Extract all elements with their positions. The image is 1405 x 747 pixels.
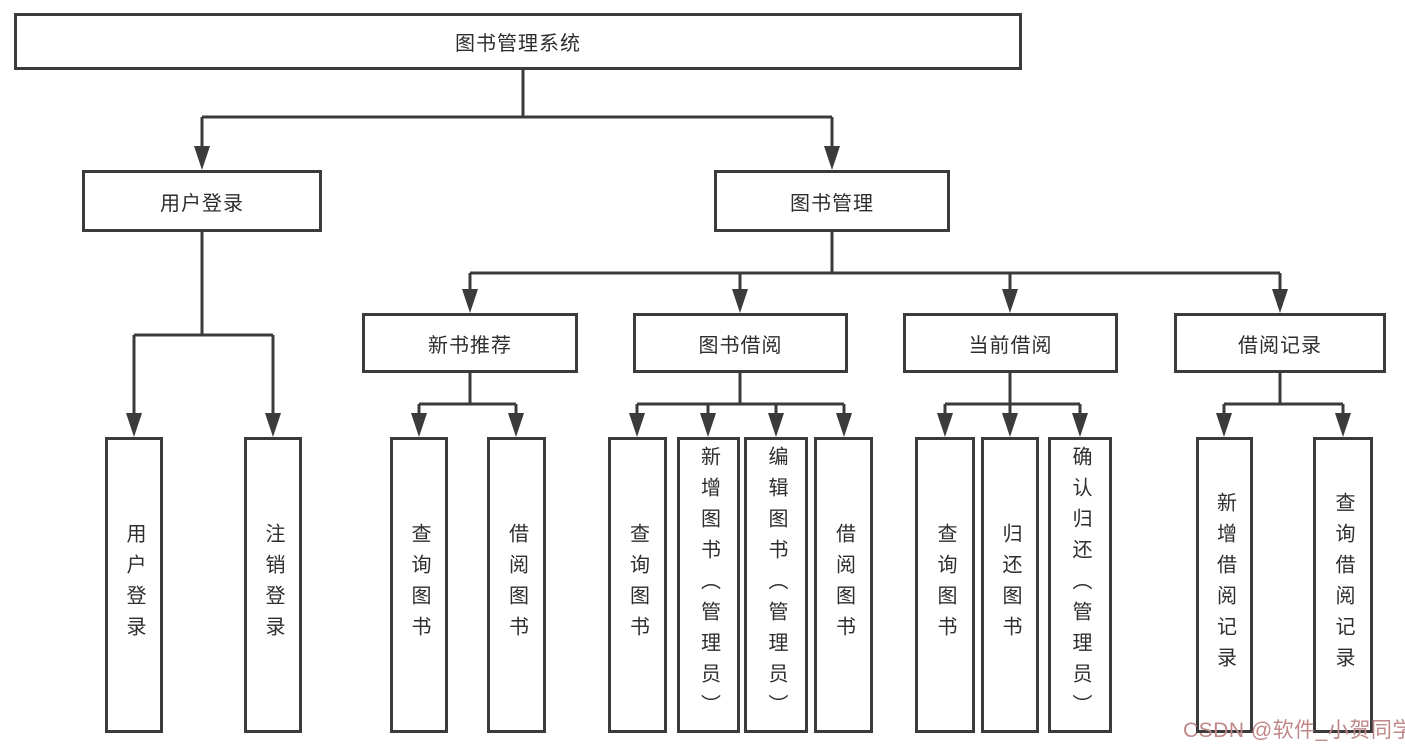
leaf-return-books-label: 归还图书 bbox=[999, 523, 1021, 647]
watermark: CSDN @软件_小贺同学 bbox=[1183, 719, 1405, 742]
connector-mgmt-to-level3 bbox=[468, 232, 1282, 292]
node-root-system: 图书管理系统 bbox=[14, 13, 1022, 70]
connector-login-to-leaves bbox=[132, 232, 275, 416]
connector-records-to-leaves bbox=[1222, 373, 1345, 416]
connector-root-to-level2 bbox=[200, 70, 834, 149]
node-root-system-label: 图书管理系统 bbox=[455, 33, 581, 55]
leaf-edit-books-admin: 编辑图书（管理员） bbox=[744, 437, 808, 733]
node-new-book-recommend-label: 新书推荐 bbox=[428, 334, 512, 357]
leaf-edit-books-admin-label: 编辑图书（管理员） bbox=[765, 445, 787, 725]
leaf-recommend-borrow-books-label: 借阅图书 bbox=[505, 523, 528, 647]
node-user-login-label: 用户登录 bbox=[160, 192, 244, 215]
connector-recommend-to-leaves bbox=[417, 373, 518, 416]
leaf-borrowing-borrow-books-label: 借阅图书 bbox=[832, 523, 855, 647]
node-new-book-recommend: 新书推荐 bbox=[362, 313, 578, 373]
connector-current-to-leaves bbox=[943, 373, 1082, 416]
leaf-user-login: 用户登录 bbox=[105, 437, 163, 733]
leaf-logout-label: 注销登录 bbox=[262, 523, 284, 647]
leaf-borrowing-borrow-books: 借阅图书 bbox=[814, 437, 873, 733]
node-current-borrowing: 当前借阅 bbox=[903, 313, 1118, 373]
leaf-add-borrow-record: 新增借阅记录 bbox=[1196, 437, 1253, 733]
leaf-recommend-query-books: 查询图书 bbox=[390, 437, 448, 733]
leaf-borrowing-query-books-label: 查询图书 bbox=[626, 523, 649, 647]
node-book-borrowing: 图书借阅 bbox=[633, 313, 848, 373]
node-borrow-records: 借阅记录 bbox=[1174, 313, 1386, 373]
leaf-user-login-label: 用户登录 bbox=[123, 523, 145, 647]
node-current-borrowing-label: 当前借阅 bbox=[968, 334, 1053, 357]
node-book-management-label: 图书管理 bbox=[790, 192, 874, 215]
node-book-management: 图书管理 bbox=[714, 170, 950, 232]
leaf-recommend-borrow-books: 借阅图书 bbox=[487, 437, 546, 733]
arrowheads bbox=[126, 146, 1351, 437]
node-book-borrowing-label: 图书借阅 bbox=[698, 334, 783, 357]
leaf-current-query-books: 查询图书 bbox=[915, 437, 975, 733]
node-user-login: 用户登录 bbox=[82, 170, 322, 232]
node-borrow-records-label: 借阅记录 bbox=[1238, 334, 1322, 357]
leaf-confirm-return-admin-label: 确认归还（管理员） bbox=[1069, 445, 1091, 725]
leaf-add-books-admin-label: 新增图书（管理员） bbox=[697, 445, 720, 725]
leaf-add-borrow-record-label: 新增借阅记录 bbox=[1213, 492, 1236, 678]
leaf-current-query-books-label: 查询图书 bbox=[934, 523, 956, 647]
leaf-confirm-return-admin: 确认归还（管理员） bbox=[1048, 437, 1112, 733]
leaf-borrowing-query-books: 查询图书 bbox=[608, 437, 667, 733]
leaf-logout: 注销登录 bbox=[244, 437, 302, 733]
connector-borrowing-to-leaves bbox=[635, 373, 846, 416]
leaf-query-borrow-record: 查询借阅记录 bbox=[1313, 437, 1373, 733]
leaf-query-borrow-record-label: 查询借阅记录 bbox=[1332, 492, 1354, 678]
leaf-return-books: 归还图书 bbox=[981, 437, 1039, 733]
leaf-recommend-query-books-label: 查询图书 bbox=[408, 523, 430, 647]
leaf-add-books-admin: 新增图书（管理员） bbox=[677, 437, 740, 733]
